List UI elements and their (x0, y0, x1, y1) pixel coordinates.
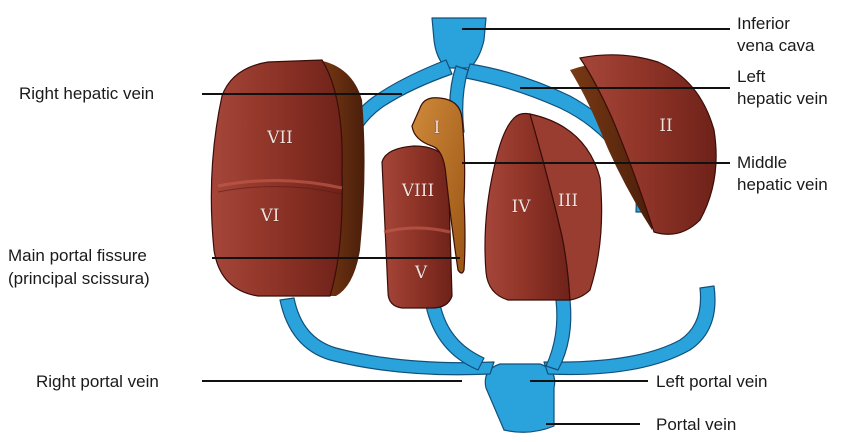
label-middle-hepatic-2: hepatic vein (737, 175, 828, 194)
portal-vein-trunk (485, 364, 554, 432)
numeral-v: V (414, 263, 428, 283)
segment-block-viii-v (382, 146, 452, 308)
numeral-ii: II (659, 116, 672, 136)
segment-block-vii-vi (211, 60, 364, 296)
label-ivc-2: vena cava (737, 36, 815, 55)
portal-veins (280, 286, 715, 432)
label-left-portal: Left portal vein (656, 372, 768, 391)
inferior-vena-cava (432, 18, 486, 68)
label-ivc-1: Inferior (737, 14, 790, 33)
segment-block-iv-iii (485, 114, 602, 301)
label-left-hepatic-1: Left (737, 67, 766, 86)
portal-branch-iv (546, 300, 571, 370)
numeral-iv: IV (512, 197, 532, 217)
segment-vii-vi (211, 60, 342, 296)
numeral-i: I (434, 118, 441, 138)
numeral-iii: III (558, 191, 578, 211)
label-main-portal-fissure-1: Main portal fissure (8, 246, 147, 265)
right-portal-branch (280, 298, 494, 375)
numeral-vii: VII (266, 128, 293, 148)
label-middle-hepatic-1: Middle (737, 153, 787, 172)
numeral-vi: VI (260, 206, 280, 226)
label-main-portal-fissure-2: (principal scissura) (8, 269, 150, 288)
label-right-portal: Right portal vein (36, 372, 159, 391)
label-left-hepatic-2: hepatic vein (737, 89, 828, 108)
label-portal-vein: Portal vein (656, 415, 736, 434)
portal-branch-v (426, 304, 484, 370)
label-right-hepatic: Right hepatic vein (19, 84, 154, 103)
numeral-viii: VIII (401, 181, 434, 201)
